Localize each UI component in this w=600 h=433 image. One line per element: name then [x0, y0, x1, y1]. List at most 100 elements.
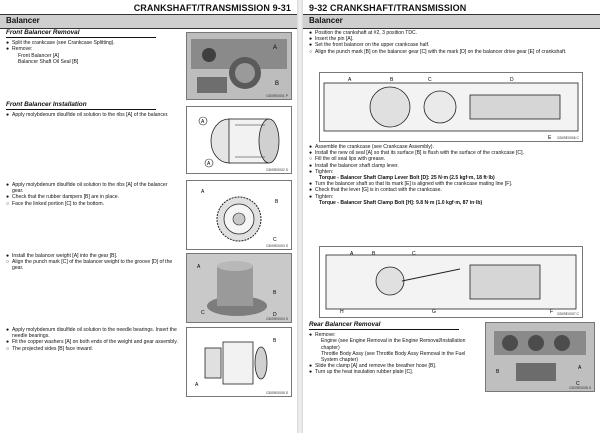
item-text: Position the crankshaft at #2, 3 positio… — [315, 30, 418, 36]
svg-text:B: B — [372, 251, 376, 257]
list-item: ●Install the balancer weight [A] into th… — [6, 253, 178, 259]
figure-washers: A B GD09E0005 S — [186, 327, 292, 397]
list-item: ●Remove: — [309, 332, 479, 338]
right-page-header: 9-32 CRANKSHAFT/TRANSMISSION — [309, 3, 467, 13]
figure-balancer-weight: A B C D GD09E0004 S — [186, 253, 292, 323]
item-text: Slide the clamp [A] and remove the breat… — [315, 363, 437, 370]
list-item: ●Split the crankcase (see Crankcase Spli… — [6, 40, 178, 46]
bullet-mark: ○ — [6, 259, 10, 266]
svg-text:D: D — [273, 312, 277, 318]
oil-seal-and-clamp-steps: ●Assemble the crankcase (see Crankcase A… — [309, 144, 591, 206]
bullet-mark: ● — [6, 339, 10, 346]
bullet-mark: ● — [309, 332, 313, 339]
bullet-mark: ● — [309, 150, 313, 157]
list-item: ●Set the front balancer on the upper cra… — [309, 42, 591, 48]
list-item: ●Install the balancer shaft clamp lever. — [309, 163, 591, 169]
svg-text:A: A — [201, 119, 205, 125]
list-item: ○Face the linked portion [C] to the bott… — [6, 201, 178, 207]
list-item: ●Apply molybdenum disulfide oil solution… — [6, 327, 178, 339]
bullet-mark: ● — [309, 162, 313, 169]
list-item: ○The projected sides [B] face inward. — [6, 346, 178, 352]
list-item: ○Fill the oil seal lips with grease. — [309, 156, 591, 162]
left-section-title: Balancer — [0, 14, 297, 29]
item-text: Split the crankcase (see Crankcase Split… — [12, 40, 115, 47]
right-section-title: Balancer — [303, 14, 600, 29]
list-item: Engine (see Engine Removal in the Engine… — [309, 338, 479, 350]
list-item: ●Turn up the heat insulation rubber plat… — [309, 369, 479, 375]
figure-rear-balancer: A B C GD09E0008 S — [485, 322, 595, 392]
svg-text:B: B — [273, 290, 277, 296]
bullet-mark: ● — [309, 193, 313, 200]
svg-text:C: C — [576, 381, 580, 387]
bullet-mark: ● — [6, 46, 10, 53]
rear-balancer-photo: A B C — [486, 323, 594, 391]
svg-text:B: B — [390, 77, 394, 83]
engine-photo-image: A B — [187, 33, 291, 99]
list-item: ●Slide the clamp [A] and remove the brea… — [309, 363, 479, 369]
crankshaft-drawing: A B C D E — [323, 77, 579, 141]
bullet-mark: ● — [6, 40, 10, 47]
item-text: Balancer Shaft Oil Seal [B] — [18, 58, 79, 65]
rear-removal-title: Rear Balancer Removal — [309, 321, 459, 331]
list-item: ●Check that the rubber dampers [B] are i… — [6, 194, 178, 200]
torque-spec-clamp-bolt: Torque - Balancer Shaft Clamp Bolt [H]: … — [319, 199, 483, 206]
needle-bearings-washers: ●Apply molybdenum disulfide oil solution… — [6, 327, 178, 352]
item-text: Engine (see Engine Removal in the Engine… — [321, 338, 466, 351]
list-item: ●Tighten: — [309, 194, 591, 200]
item-text: Fit the copper washers [A] on both ends … — [12, 339, 178, 346]
item-text: Turn up the heat insulation rubber plate… — [315, 369, 414, 376]
bullet-mark: ● — [6, 253, 10, 259]
svg-text:A: A — [578, 365, 582, 371]
item-text: Install the balancer weight [A] into the… — [12, 253, 118, 259]
lever-drawing: A B C H G F — [325, 251, 577, 315]
list-item: ●Assemble the crankcase (see Crankcase A… — [309, 144, 591, 150]
svg-text:A: A — [348, 77, 352, 83]
item-text: Install the balancer shaft clamp lever. — [315, 162, 399, 169]
bullet-mark: ○ — [309, 156, 313, 163]
bullet-mark: ● — [309, 181, 313, 188]
item-text: Apply molybdenum disulfide oil solution … — [12, 327, 177, 340]
list-item: Balancer Shaft Oil Seal [B] — [6, 59, 178, 65]
bullet-mark: ● — [6, 194, 10, 201]
item-text: The projected sides [B] face inward. — [12, 345, 93, 352]
list-item: ●Position the crankshaft at #2, 3 positi… — [309, 30, 591, 36]
item-text: Align the punch mark [C] of the balancer… — [12, 259, 173, 272]
list-item: ●Remove: — [6, 46, 178, 52]
item-text: Tighten: — [315, 168, 334, 175]
bullet-mark: ○ — [6, 200, 10, 207]
figure-balancer-ribs: A A GD09E0002 S — [186, 106, 292, 174]
item-text: Apply molybdenum disulfide oil solution … — [12, 182, 168, 195]
item-text: Align the punch mark [B] on the balancer… — [315, 48, 567, 55]
front-balancer-removal: Front Balancer Removal ●Split the crankc… — [6, 29, 178, 65]
bullet-mark: ● — [309, 187, 313, 194]
item-text: Set the front balancer on the upper cran… — [315, 42, 430, 49]
washer-drawing: A B — [195, 338, 277, 388]
bullet-mark: ● — [309, 144, 313, 150]
item-text: Insert the pin [A]. — [315, 36, 354, 43]
right-page: 9-32 CRANKSHAFT/TRANSMISSION Balancer ●P… — [303, 0, 600, 433]
item-text: Check that the lever [G] is in contact w… — [315, 187, 442, 194]
list-item: ●Install the new oil seal [A] so that it… — [309, 150, 591, 156]
balancer-drawing: A A — [198, 116, 280, 168]
svg-text:G: G — [432, 309, 436, 315]
balancer-gear-ribs: ●Apply molybdenum disulfide oil solution… — [6, 182, 178, 207]
bullet-mark: ● — [6, 112, 10, 119]
list-item: ○Align the punch mark [C] of the balance… — [6, 259, 178, 271]
figure-balancer-gear: A B C GD09E0003 S — [186, 180, 292, 250]
balancer-gear-drawing: A B C — [201, 189, 279, 243]
svg-text:C: C — [273, 237, 277, 243]
bullet-mark: ○ — [309, 48, 313, 55]
svg-text:D: D — [510, 77, 514, 83]
item-text: Check that the rubber dampers [B] are in… — [12, 194, 120, 201]
svg-text:A: A — [197, 264, 201, 270]
item-text: Assemble the crankcase (see Crankcase As… — [315, 144, 434, 150]
list-item: ●Fit the copper washers [A] on both ends… — [6, 339, 178, 345]
list-item: ○Align the punch mark [B] on the balance… — [309, 49, 591, 55]
list-item: ●Insert the pin [A]. — [309, 36, 591, 42]
list-item: ●Apply molybdenum disulfide oil solution… — [6, 112, 178, 118]
list-item: Front Balancer [A] — [6, 53, 178, 59]
bullet-mark: ● — [309, 42, 313, 49]
figure-front-balancer-removal: A B GD09E0001 P — [186, 32, 292, 100]
svg-text:C: C — [201, 310, 205, 316]
